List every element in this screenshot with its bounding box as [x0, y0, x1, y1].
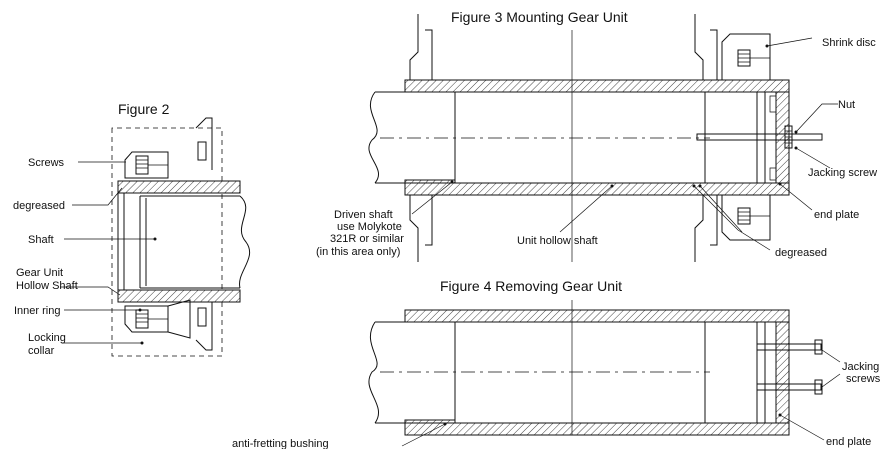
label-shrink-disc: Shrink disc: [822, 37, 876, 49]
screw-head-bottom: [135, 309, 149, 329]
figure-4: Figure 4 Removing Gear Unit Jacking scre…: [232, 278, 881, 449]
fig3-shaft-break: [368, 91, 379, 184]
fig3-jacking-screw: [696, 133, 823, 141]
label-driven-shaft-4: (in this area only): [316, 246, 400, 258]
label-driven-shaft-1: Driven shaft: [334, 209, 393, 221]
fig4-shaft-break: [368, 321, 379, 424]
flange-bottom: [195, 300, 213, 351]
label-inner-ring: Inner ring: [14, 305, 60, 317]
label-driven-shaft-3: 321R or similar: [330, 233, 404, 245]
fig3-flange-left-bottom: [409, 195, 419, 262]
fig3-shrink-disc-top: [721, 33, 771, 81]
fig3-end-plate: [756, 92, 766, 183]
flange-top: [195, 117, 213, 170]
fig3-hollow-shaft-top: [404, 79, 790, 93]
shaft-break-line: [239, 195, 251, 289]
label-shaft: Shaft: [28, 234, 54, 246]
label-jacking-screw: Jacking screw: [808, 167, 877, 179]
label-locking: Locking: [28, 332, 66, 344]
locking-collar-bottom: [124, 305, 169, 333]
label-unit-hollow-shaft: Unit hollow shaft: [517, 235, 598, 247]
fig3-nut: [784, 125, 793, 149]
fig3-end-cap: [775, 91, 790, 184]
fig3-driven-shaft: [375, 91, 706, 184]
hollow-shaft-wall-top: [117, 180, 241, 194]
fig3-flange-right-top: [694, 14, 704, 80]
label-degreased-fig3: degreased: [775, 247, 827, 259]
fig4-hollow-shaft-top: [404, 309, 790, 323]
fig4-driven-shaft: [375, 321, 706, 424]
housing-outline: [111, 127, 223, 357]
label-end-plate-fig3: end plate: [814, 209, 859, 221]
fig4-end-plate: [756, 322, 766, 423]
fig4-end-cap: [775, 321, 790, 424]
inner-ring-bottom: [167, 299, 191, 339]
label-end-plate-fig4: end plate: [826, 436, 871, 448]
label-gear-unit: Gear Unit: [16, 267, 63, 279]
fig3-shrink-disc-bottom: [721, 194, 771, 241]
figure-2-title: Figure 2: [118, 101, 170, 117]
figure-2: Figure 2: [13, 101, 251, 357]
fig4-jacking-screw-bottom: [756, 383, 822, 391]
fig3-hollow-shaft-bottom: [404, 182, 790, 196]
figure-3: Figure 3 Mounting Gear Unit: [316, 9, 877, 262]
label-hollow-shaft: Hollow Shaft: [16, 280, 78, 292]
label-collar: collar: [28, 345, 55, 357]
label-driven-shaft-2: use Molykote: [337, 221, 402, 233]
hollow-shaft-wall-bottom: [117, 289, 241, 303]
flange-top-lug: [197, 141, 207, 161]
hollow-shaft-end: [117, 192, 125, 291]
fig4-jacking-screw-top: [756, 343, 822, 351]
label-jacking: Jacking: [842, 361, 879, 373]
fig3-flange-left-top: [409, 14, 419, 80]
figure-4-title: Figure 4 Removing Gear Unit: [440, 278, 622, 294]
label-nut: Nut: [838, 99, 855, 111]
screw-head-top: [135, 155, 149, 175]
fig4-hollow-shaft-bottom: [404, 422, 790, 436]
figure-3-title: Figure 3 Mounting Gear Unit: [451, 9, 628, 25]
label-screws-fig4: screws: [846, 373, 881, 385]
fig3-flange-right-bottom: [694, 195, 704, 262]
label-anti-fretting: anti-fretting bushing: [232, 438, 329, 449]
label-screws: Screws: [28, 157, 65, 169]
label-degreased: degreased: [13, 200, 65, 212]
flange-bottom-lug: [197, 307, 207, 327]
